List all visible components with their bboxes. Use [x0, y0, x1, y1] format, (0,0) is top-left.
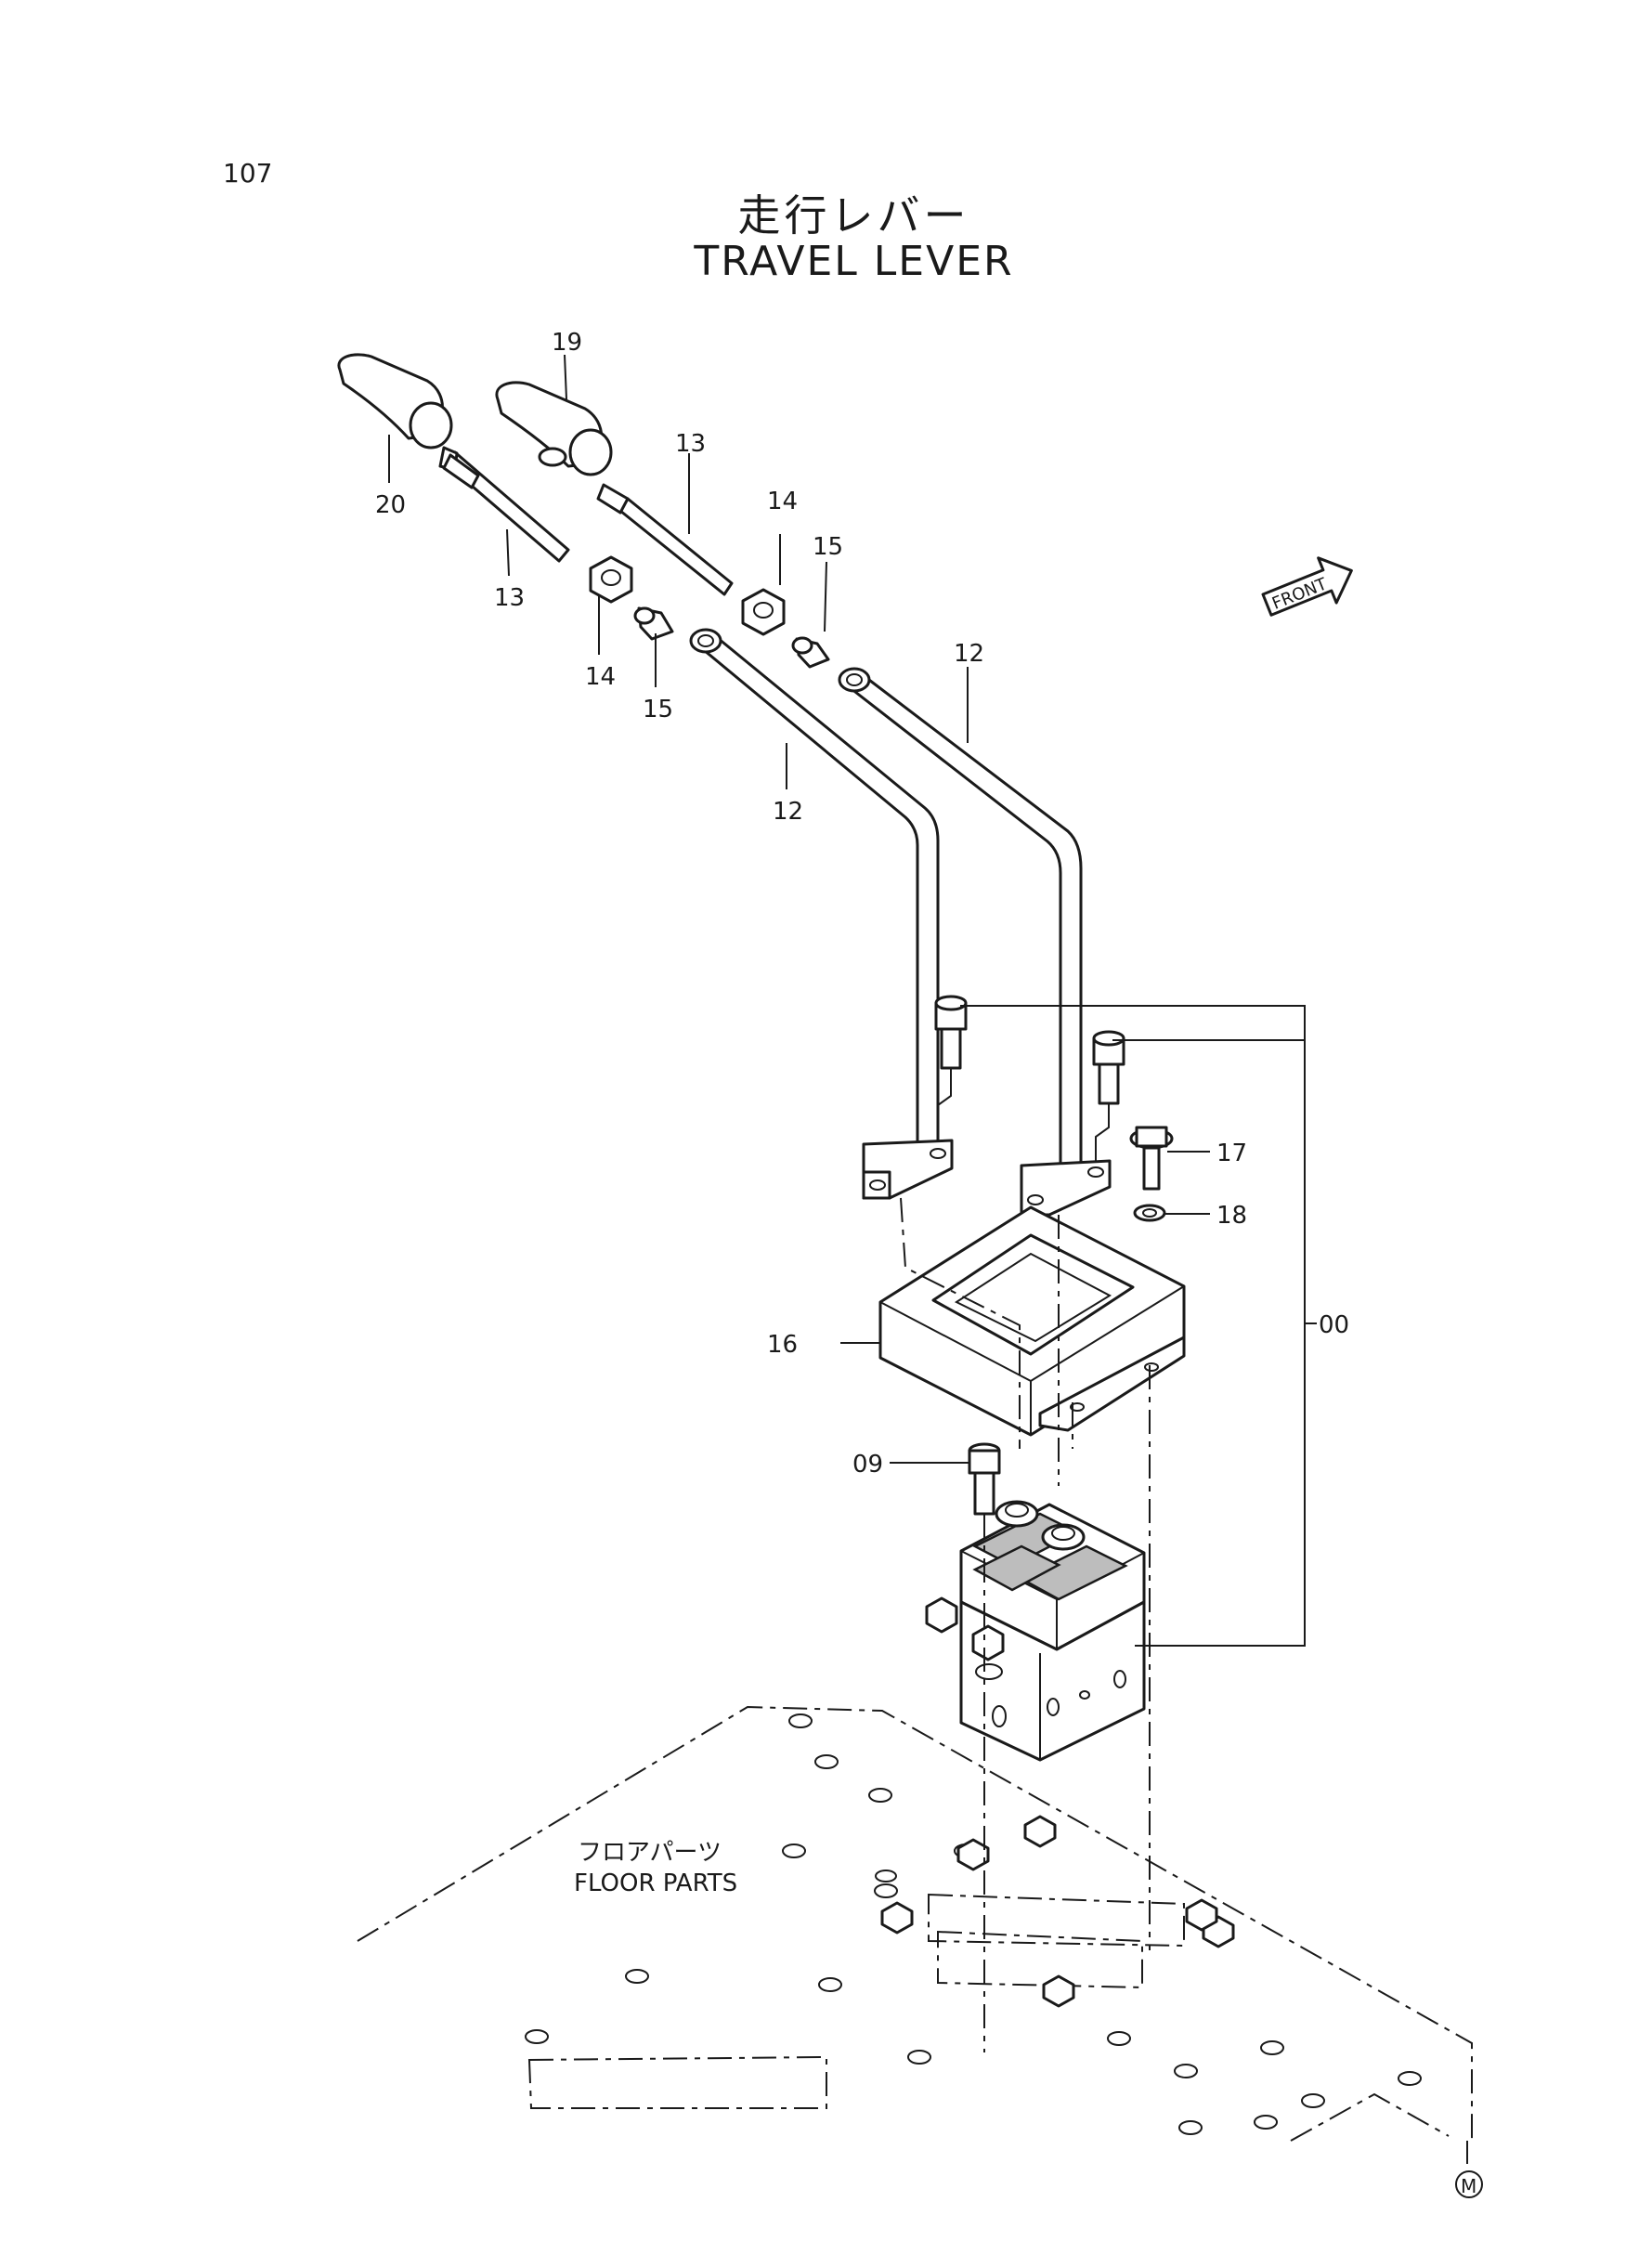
- lever-pipe-right: [838, 667, 1083, 1170]
- title-english: TRAVEL LEVER: [694, 238, 1014, 285]
- bolt-09: [968, 1442, 1001, 1516]
- cover-16: [878, 1205, 1186, 1437]
- marker-label: M: [1461, 2175, 1476, 2197]
- callout-13-right: 13: [675, 430, 706, 458]
- rod-left: [438, 446, 570, 563]
- floor-bolt-nuts: [880, 1815, 1235, 2008]
- page-number: 107: [223, 158, 273, 189]
- callout-12-left: 12: [773, 798, 803, 826]
- callout-16: 16: [767, 1331, 798, 1359]
- marker-m: M: [1455, 2141, 1483, 2198]
- knob-left: [337, 353, 453, 449]
- title-japanese: 走行レバー: [737, 190, 970, 241]
- rod-right: [596, 483, 734, 596]
- callout-20: 20: [375, 491, 406, 519]
- knob-right: [495, 381, 613, 476]
- lever-pipe-left: [689, 628, 940, 1153]
- callout-13-left: 13: [494, 584, 525, 612]
- bolt-17: [1129, 1126, 1174, 1191]
- assembly-bracket: [960, 1005, 1317, 1647]
- floor-label-ja: フロアパーツ: [578, 1839, 722, 1867]
- nut-left: [589, 555, 633, 604]
- callout-15-left: 15: [643, 696, 673, 723]
- callout-18: 18: [1216, 1202, 1247, 1230]
- collar-right: [791, 636, 830, 669]
- callout-09: 09: [852, 1451, 883, 1479]
- collar-left: [633, 606, 674, 641]
- callout-15-right: 15: [813, 533, 843, 561]
- callout-17: 17: [1216, 1140, 1247, 1167]
- socket-bolt-left: [934, 995, 968, 1133]
- washer-18: [1133, 1204, 1166, 1222]
- floor-parts-plate: [357, 1705, 1473, 2142]
- socket-bolt-right: [1092, 1030, 1125, 1163]
- leader-lines: [388, 354, 1210, 1464]
- center-lines: [900, 1197, 1151, 2052]
- callout-14-left: 14: [585, 663, 616, 691]
- nut-right: [741, 588, 786, 636]
- pilot-valve: [925, 1500, 1146, 1762]
- callout-14-right: 14: [767, 488, 798, 515]
- front-arrow: FRONT: [1261, 556, 1353, 617]
- callout-12-right: 12: [954, 640, 984, 668]
- lever-bracket-right: [1020, 1159, 1112, 1217]
- callout-00: 00: [1319, 1311, 1349, 1339]
- callout-19: 19: [552, 329, 582, 357]
- lever-bracket-left: [862, 1139, 954, 1200]
- floor-label-en: FLOOR PARTS: [574, 1870, 737, 1897]
